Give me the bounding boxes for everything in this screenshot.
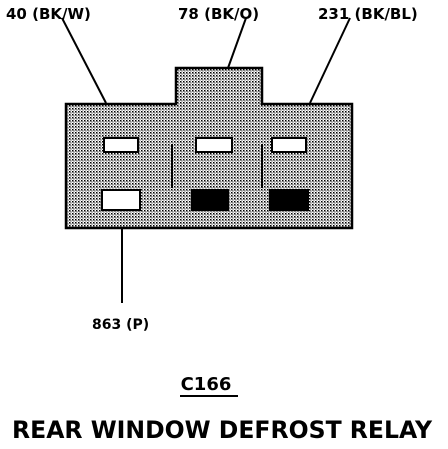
terminal-cavity-5: [191, 189, 229, 211]
connector-id: C166: [181, 374, 232, 395]
terminal-cavity-1: [103, 137, 139, 153]
wire-lead-231: [309, 17, 351, 104]
terminal-cavity-2: [195, 137, 233, 153]
pin-label-231: 231 (BK/BL): [318, 5, 418, 23]
wire-lead-40: [61, 17, 107, 104]
terminal-cavity-3: [271, 137, 307, 153]
pin-label-40: 40 (BK/W): [6, 5, 91, 23]
terminal-cavity-6: [269, 189, 309, 211]
component-name: REAR WINDOW DEFROST RELAY: [12, 416, 433, 444]
pin-label-863: 863 (P): [92, 317, 149, 333]
wire-lead-78: [227, 17, 247, 69]
terminal-cavity-4: [101, 189, 141, 211]
pin-label-78: 78 (BK/O): [178, 5, 259, 23]
